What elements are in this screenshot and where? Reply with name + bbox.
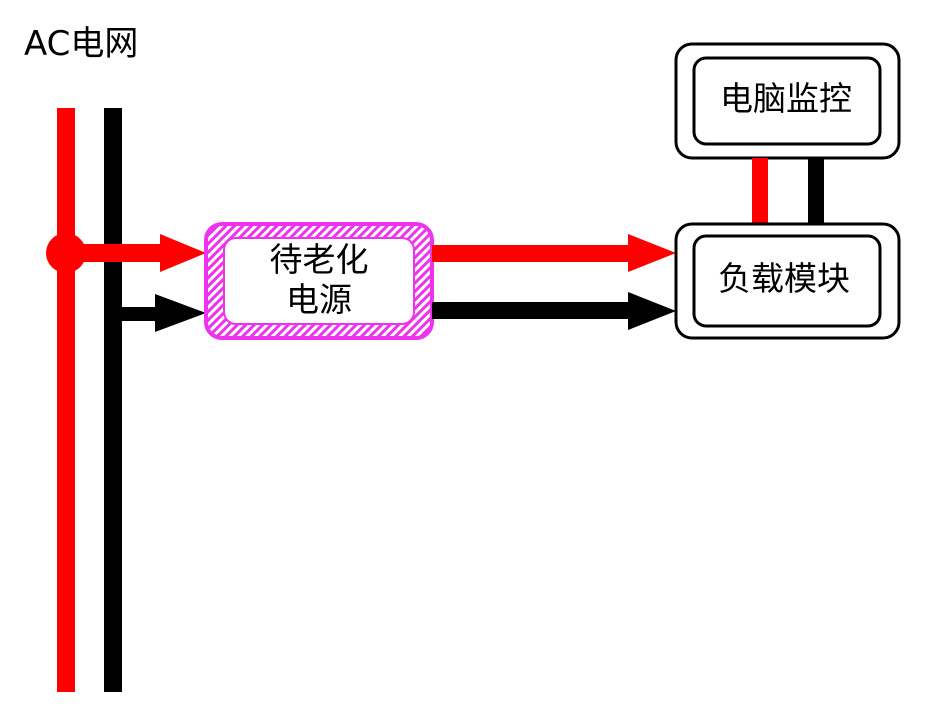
computer-monitor-inner <box>692 56 882 146</box>
load-module-label: 负载模块 <box>718 259 850 298</box>
live-to-psu-arrowhead <box>160 234 206 272</box>
ac-live-wire <box>57 108 75 692</box>
monitor-live-connector <box>752 158 768 226</box>
psu-live-out-arrowhead <box>628 234 676 272</box>
power-supply-label: 待老化 电源 <box>230 235 408 325</box>
psu-neutral-out-arrowhead <box>628 292 676 330</box>
power-supply-label-line1: 待老化 <box>269 240 369 279</box>
monitor-neutral-connector <box>808 158 824 226</box>
power-supply-inner <box>223 237 415 325</box>
ac-grid-title: AC电网 <box>24 24 139 64</box>
power-supply-label-line2: 电源 <box>286 280 352 319</box>
load-module-inner <box>692 234 882 328</box>
computer-monitor-label: 电脑监控 <box>720 79 852 118</box>
psu-neutral-out-line <box>432 302 640 319</box>
live-to-psu-line <box>66 244 180 262</box>
ac-neutral-wire <box>104 108 122 692</box>
neutral-to-psu-line <box>113 307 167 321</box>
neutral-to-psu-arrowhead <box>155 294 206 332</box>
psu-live-out-line <box>432 245 640 262</box>
